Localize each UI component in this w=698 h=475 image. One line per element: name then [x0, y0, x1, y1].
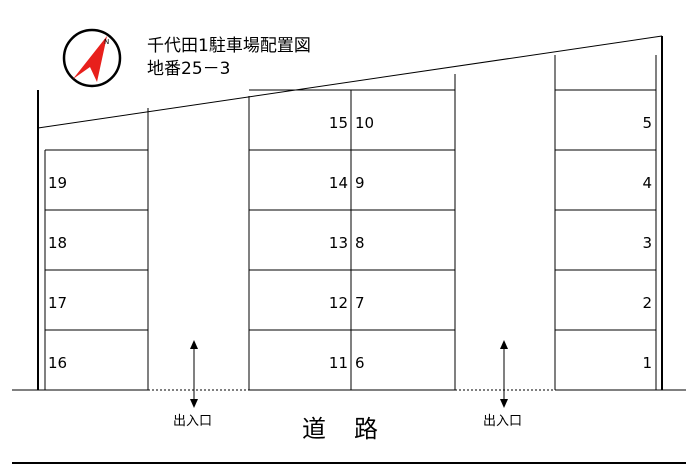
space-number: 13	[328, 234, 348, 252]
left-parking-column	[45, 108, 149, 390]
boundary-top-line	[37, 35, 663, 129]
space-number: 6	[355, 354, 365, 372]
space-number: 16	[48, 354, 68, 372]
space-number: 17	[48, 294, 68, 312]
space-number: 5	[642, 114, 652, 132]
space-number: 14	[328, 174, 348, 192]
lot-number: 地番25－3	[147, 59, 231, 79]
space-number: 19	[48, 174, 68, 192]
north-label: N	[104, 38, 109, 46]
space-number: 12	[328, 294, 348, 312]
right-parking-column	[554, 55, 656, 390]
road-label: 道路	[302, 415, 406, 443]
space-number: 2	[642, 294, 652, 312]
north-arrow-icon: N	[62, 28, 122, 88]
entrance-label-right: 出入口	[483, 414, 523, 429]
entrance-arrow-left-icon	[190, 340, 198, 408]
space-number: 8	[355, 234, 365, 252]
space-number: 4	[642, 174, 652, 192]
center-parking-column	[248, 74, 456, 390]
entrance-arrow-right-icon	[500, 340, 508, 408]
space-number: 11	[328, 354, 348, 372]
space-number: 9	[355, 174, 365, 192]
space-number: 3	[642, 234, 652, 252]
space-number: 1	[642, 354, 652, 372]
space-number: 18	[48, 234, 68, 252]
diagram-title: 千代田1駐車場配置図	[147, 36, 311, 56]
space-number: 7	[355, 294, 365, 312]
space-number: 15	[328, 114, 348, 132]
space-number: 10	[355, 114, 375, 132]
entrance-label-left: 出入口	[173, 414, 213, 429]
